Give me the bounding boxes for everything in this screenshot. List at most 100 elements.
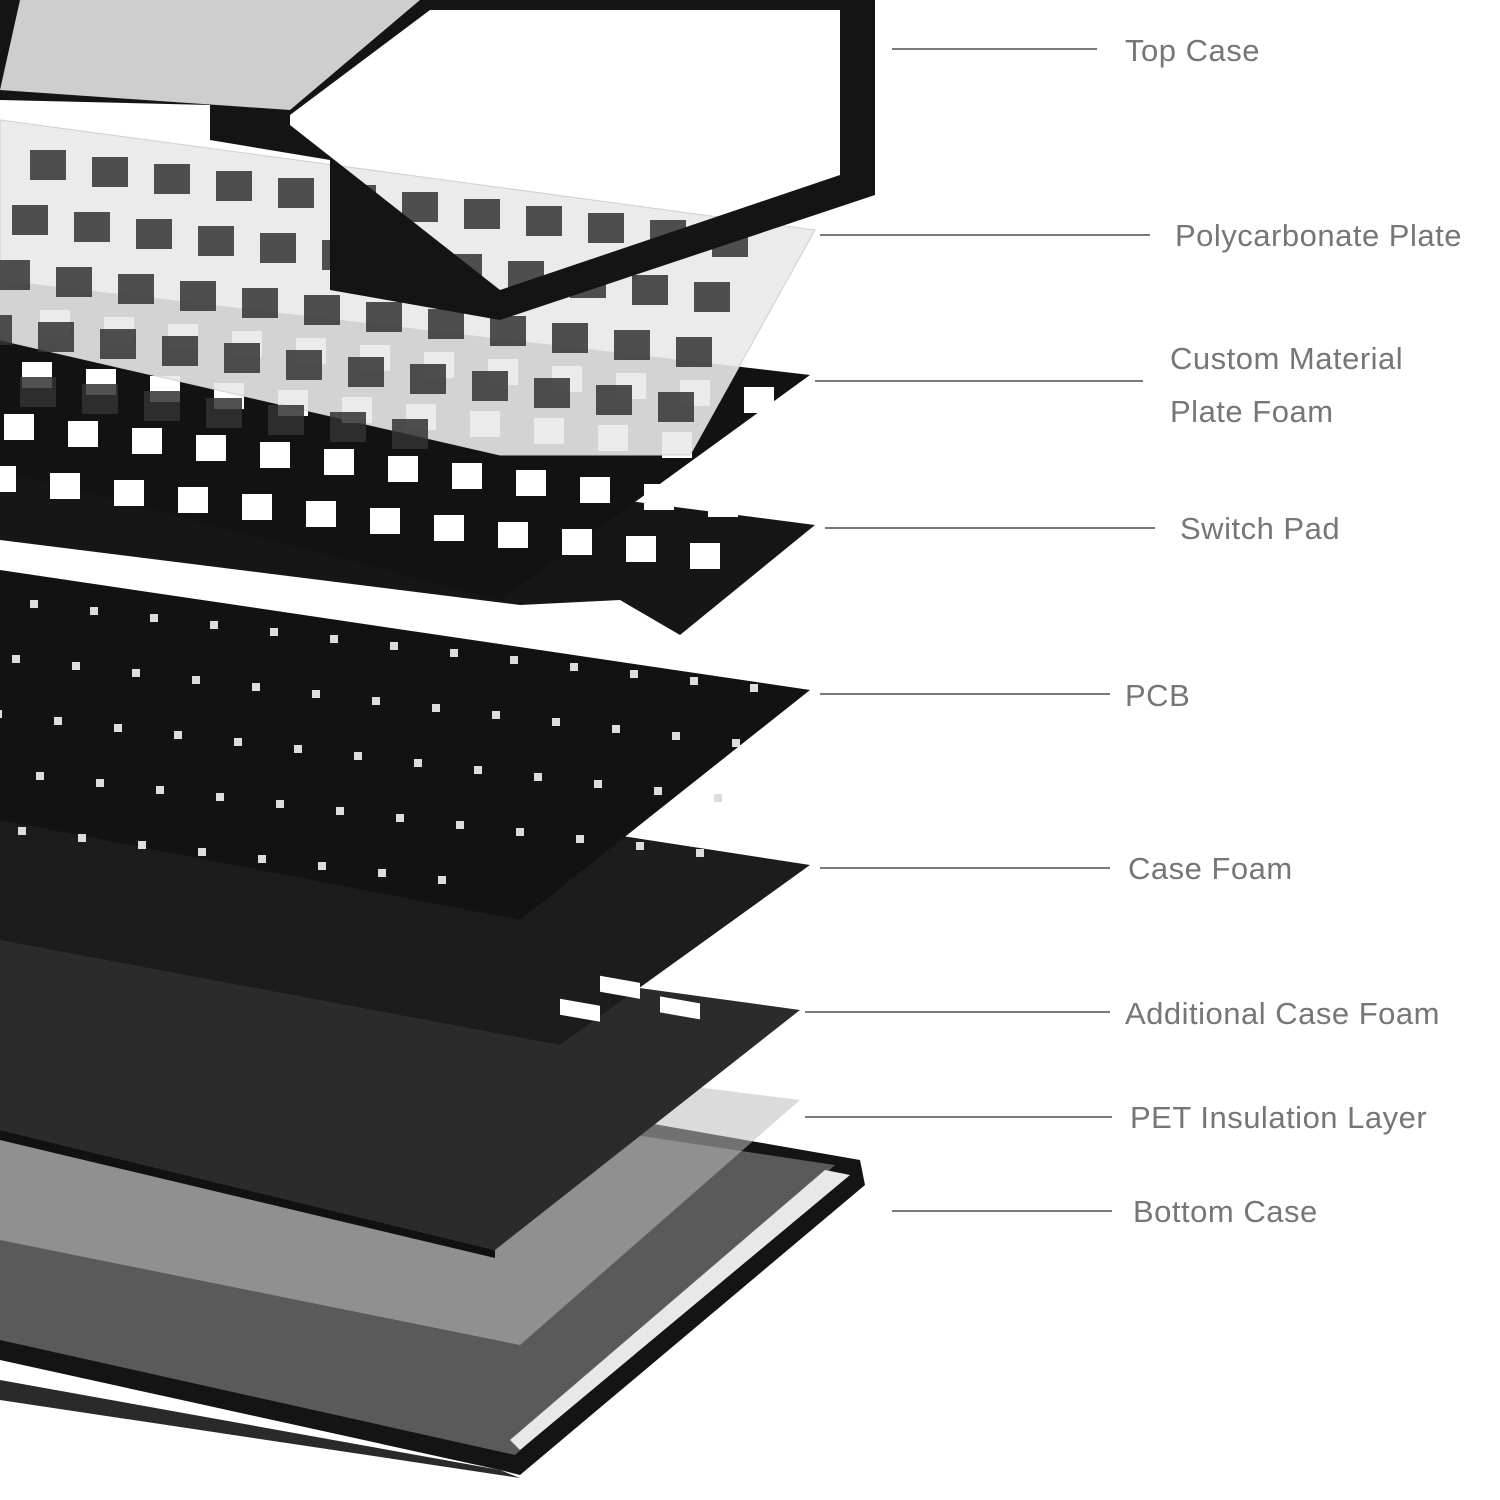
- key-cutout: [144, 391, 180, 421]
- key-cutout: [132, 428, 162, 454]
- key-cutout: [580, 477, 610, 503]
- key-cutout: [132, 669, 140, 677]
- plate-foam-label-line2: Plate Foam: [1170, 394, 1334, 429]
- key-cutout: [630, 670, 638, 678]
- key-cutout: [576, 835, 584, 843]
- key-cutout: [154, 164, 190, 194]
- switch-pad-leader: [825, 527, 1155, 529]
- key-cutout: [510, 656, 518, 664]
- key-cutout: [498, 522, 528, 548]
- key-cutout: [252, 683, 260, 691]
- plate-foam-leader: [815, 380, 1143, 382]
- key-cutout: [198, 848, 206, 856]
- key-cutout: [198, 226, 234, 256]
- key-cutout: [138, 841, 146, 849]
- key-cutout: [438, 876, 446, 884]
- pcb-label: PCB: [1125, 678, 1191, 713]
- key-cutout: [354, 752, 362, 760]
- key-cutout: [276, 800, 284, 808]
- key-cutout: [78, 834, 86, 842]
- key-cutout: [100, 329, 136, 359]
- key-cutout: [636, 842, 644, 850]
- key-cutout: [242, 494, 272, 520]
- key-cutout: [432, 704, 440, 712]
- key-cutout: [744, 387, 774, 413]
- key-cutout: [392, 419, 428, 449]
- pcb-shape: [0, 570, 810, 920]
- key-cutout: [0, 466, 16, 492]
- key-cutout: [0, 315, 12, 345]
- key-cutout: [286, 350, 322, 380]
- key-cutout: [178, 487, 208, 513]
- key-cutout: [672, 732, 680, 740]
- key-cutout: [450, 649, 458, 657]
- key-cutout: [472, 371, 508, 401]
- key-cutout: [30, 150, 66, 180]
- key-cutout: [696, 849, 704, 857]
- key-cutout: [366, 302, 402, 332]
- key-cutout: [372, 697, 380, 705]
- key-cutout: [552, 718, 560, 726]
- key-cutout: [96, 779, 104, 787]
- key-cutout: [594, 780, 602, 788]
- key-cutout: [492, 711, 500, 719]
- key-cutout: [90, 607, 98, 615]
- key-cutout: [434, 515, 464, 541]
- key-cutout: [588, 213, 624, 243]
- key-cutout: [30, 600, 38, 608]
- key-cutout: [464, 199, 500, 229]
- key-cutout: [626, 536, 656, 562]
- key-cutout: [54, 717, 62, 725]
- key-cutout: [210, 621, 218, 629]
- case-foam-label: Case Foam: [1128, 851, 1293, 886]
- key-cutout: [38, 322, 74, 352]
- key-cutout: [526, 206, 562, 236]
- key-cutout: [260, 233, 296, 263]
- key-cutout: [324, 449, 354, 475]
- key-cutout: [180, 281, 216, 311]
- key-cutout: [136, 219, 172, 249]
- key-cutout: [12, 655, 20, 663]
- key-cutout: [562, 529, 592, 555]
- key-cutout: [192, 676, 200, 684]
- key-cutout: [294, 745, 302, 753]
- key-cutout: [50, 473, 80, 499]
- key-cutout: [206, 398, 242, 428]
- pet-insulation-leader: [805, 1116, 1112, 1118]
- key-cutout: [644, 484, 674, 510]
- key-cutout: [534, 378, 570, 408]
- key-cutout: [676, 337, 712, 367]
- key-cutout: [306, 501, 336, 527]
- pcb-leader: [820, 693, 1110, 695]
- key-cutout: [410, 364, 446, 394]
- key-cutout: [490, 316, 526, 346]
- key-cutout: [516, 470, 546, 496]
- key-cutout: [156, 786, 164, 794]
- key-cutout: [242, 288, 278, 318]
- key-cutout: [216, 793, 224, 801]
- key-cutout: [196, 435, 226, 461]
- key-cutout: [414, 759, 422, 767]
- key-cutout: [12, 205, 48, 235]
- case-foam-leader: [820, 867, 1110, 869]
- key-cutout: [378, 869, 386, 877]
- key-cutout: [174, 731, 182, 739]
- key-cutout: [690, 677, 698, 685]
- key-cutout: [56, 267, 92, 297]
- additional-case-foam-label: Additional Case Foam: [1125, 996, 1440, 1031]
- key-cutout: [596, 385, 632, 415]
- key-cutout: [402, 192, 438, 222]
- key-cutout: [516, 828, 524, 836]
- polycarbonate-plate-leader: [820, 234, 1150, 236]
- key-cutout: [270, 628, 278, 636]
- key-cutout: [18, 827, 26, 835]
- plate-foam-label-line1: Custom Material: [1170, 341, 1404, 376]
- key-cutout: [708, 491, 738, 517]
- key-cutout: [614, 330, 650, 360]
- key-cutout: [258, 855, 266, 863]
- key-cutout: [260, 442, 290, 468]
- key-cutout: [632, 275, 668, 305]
- key-cutout: [612, 725, 620, 733]
- key-cutout: [162, 336, 198, 366]
